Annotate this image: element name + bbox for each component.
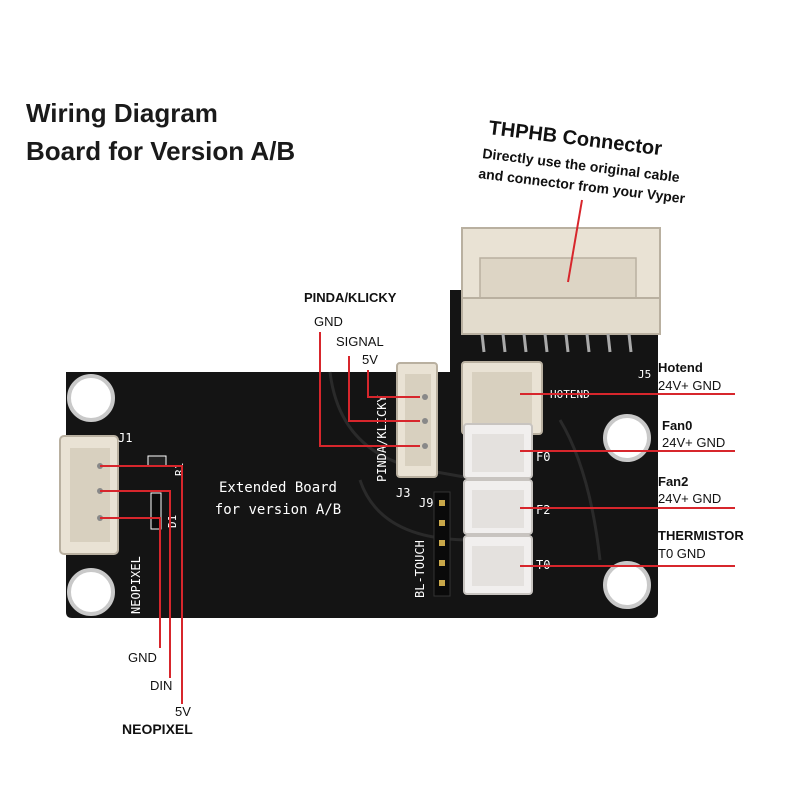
- silk-j3: J3: [396, 486, 410, 500]
- neopixel-heading: NEOPIXEL: [122, 721, 193, 737]
- fan2-heading: Fan2: [658, 474, 688, 489]
- silk-d1: D1: [166, 515, 179, 528]
- silk-bl-touch: BL-TOUCH: [413, 540, 427, 598]
- fan2-connector: [463, 479, 533, 535]
- hotend-pins: 24V+ GND: [658, 378, 721, 393]
- neopixel-5v-label: 5V: [175, 704, 191, 719]
- pinda-signal-wire: [348, 356, 420, 422]
- mounting-hole: [603, 561, 651, 609]
- pinda-5v-label: 5V: [362, 352, 378, 367]
- silk-pinda-klicky: PINDA/KLICKY: [375, 395, 389, 482]
- silk-j5: J5: [638, 368, 651, 381]
- silk-j1: J1: [118, 431, 132, 445]
- silk-f2: F2: [536, 503, 550, 517]
- neopixel-5v-wire: [100, 465, 183, 704]
- bl-touch-header: [433, 491, 451, 597]
- silk-r1: R1: [173, 463, 186, 476]
- neopixel-gnd-label: GND: [128, 650, 157, 665]
- pinda-gnd-label: GND: [314, 314, 343, 329]
- fan2-pins: 24V+ GND: [658, 491, 721, 506]
- fan0-heading: Fan0: [662, 418, 692, 433]
- thermistor-heading: THERMISTOR: [658, 528, 744, 543]
- thermistor-pins: T0 GND: [658, 546, 706, 561]
- diagram-title-line1: Wiring Diagram: [26, 98, 218, 128]
- pinda-5v-wire: [367, 370, 420, 398]
- pinda-signal-label: SIGNAL: [336, 334, 384, 349]
- hotend-heading: Hotend: [658, 360, 703, 375]
- silk-f0: F0: [536, 450, 550, 464]
- mounting-hole: [67, 568, 115, 616]
- neopixel-din-label: DIN: [150, 678, 172, 693]
- silk-board-line2: for version A/B: [215, 502, 341, 518]
- silk-board-line1: Extended Board: [219, 480, 337, 496]
- thphb-leader-line: [567, 199, 583, 283]
- silk-j9: J9: [419, 496, 433, 510]
- diagram-title-line2: Board for Version A/B: [26, 136, 296, 166]
- mounting-hole: [603, 414, 651, 462]
- diode-d1: [150, 492, 162, 530]
- neopixel-connector: [59, 435, 119, 555]
- leader-lines: [100, 199, 735, 704]
- hotend-connector: [461, 361, 543, 435]
- pinda-heading: PINDA/KLICKY: [304, 290, 397, 305]
- silk-neopixel: NEOPIXEL: [129, 556, 143, 614]
- thphb-connector: [461, 227, 661, 353]
- neopixel-din-wire: [100, 490, 171, 678]
- pinda-gnd-wire: [319, 332, 420, 447]
- mounting-hole: [67, 374, 115, 422]
- neopixel-gnd-wire: [100, 517, 161, 648]
- fan0-pins: 24V+ GND: [662, 435, 725, 450]
- thermistor-connector: [463, 535, 533, 595]
- resistor-r1: [147, 455, 167, 467]
